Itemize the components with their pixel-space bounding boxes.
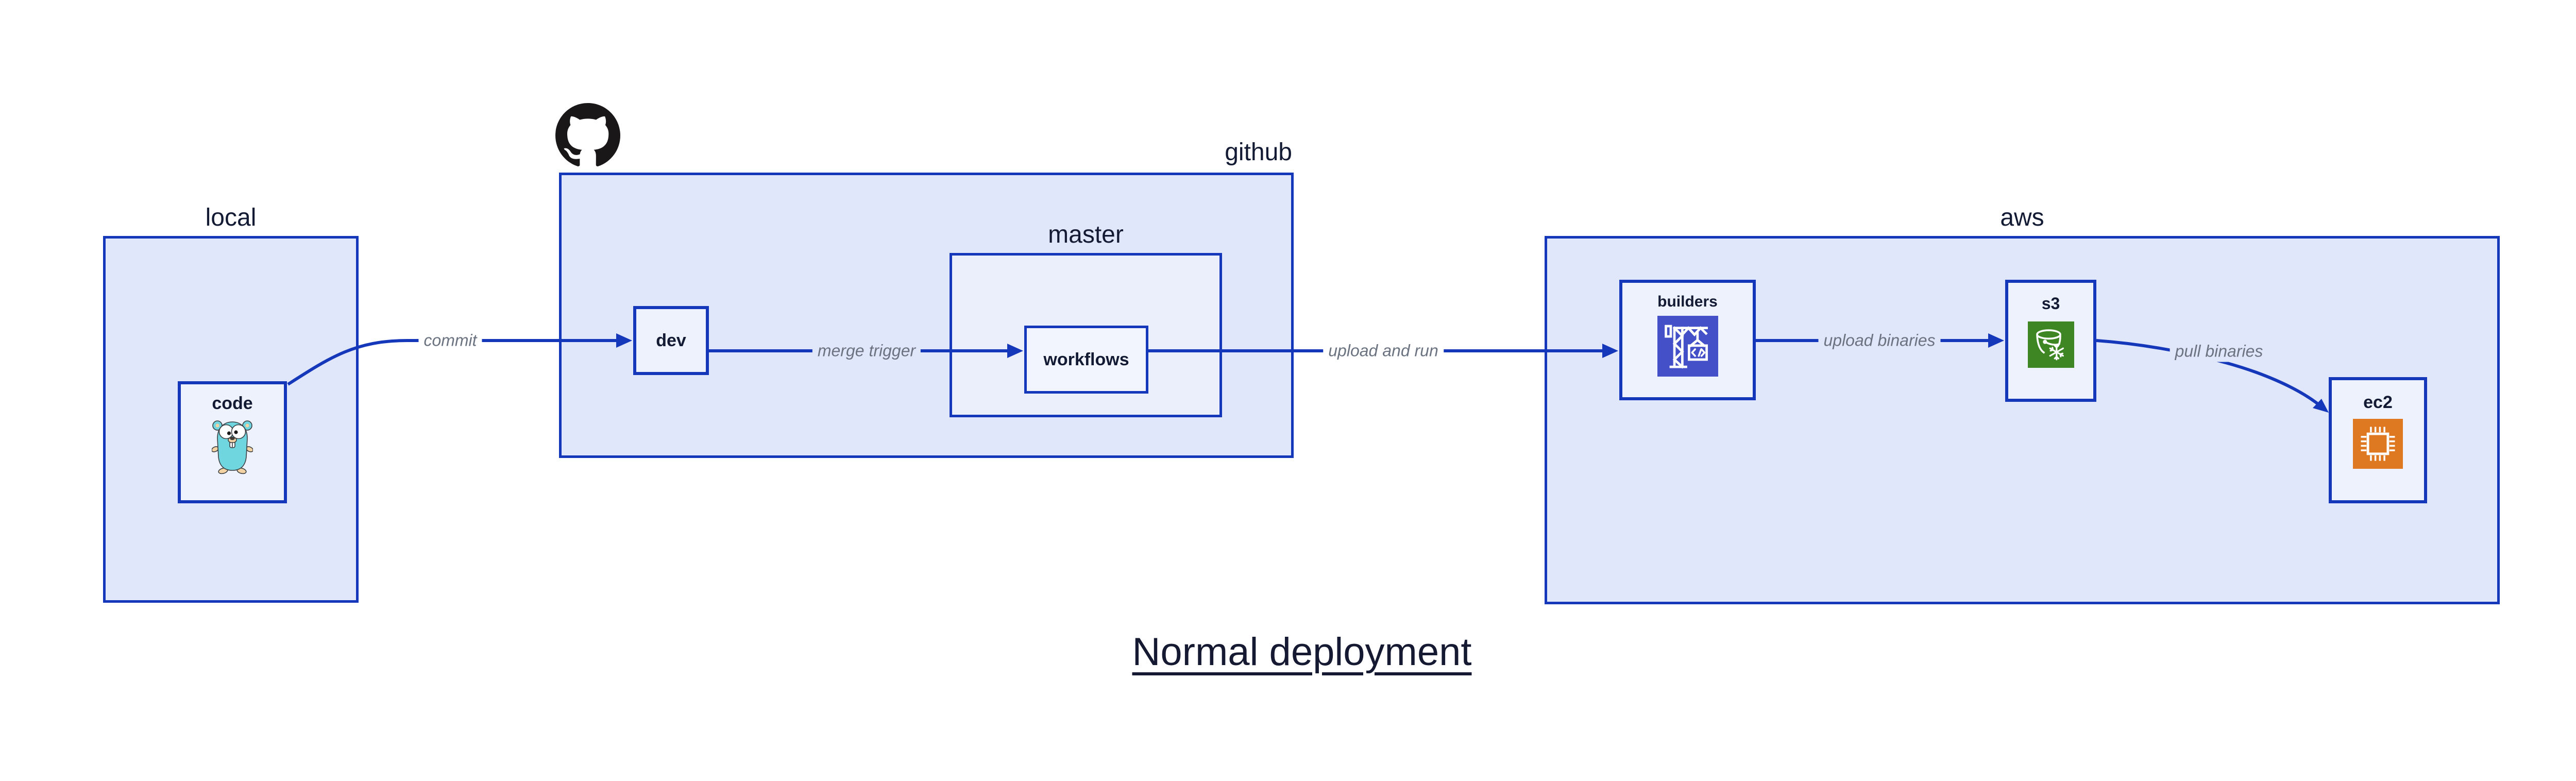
aws-ec2-chip-icon	[2353, 419, 2403, 469]
node-label-ec2: ec2	[2363, 393, 2393, 412]
node-builders: builders	[1619, 280, 1756, 400]
group-label-github: github	[1225, 139, 1292, 166]
aws-s3-bucket-icon	[2027, 321, 2074, 368]
page-title: Normal deployment	[1132, 630, 1472, 674]
edge-label-pull-binaries: pull binaries	[2170, 341, 2268, 362]
edge-label-merge-trigger: merge trigger	[812, 340, 921, 362]
edge-label-commit: commit	[418, 330, 482, 351]
node-label-builders: builders	[1657, 293, 1718, 310]
node-label-dev: dev	[656, 330, 686, 350]
node-label-code: code	[212, 394, 253, 413]
edge-label-upload-binaries: upload binaries	[1818, 330, 1941, 351]
group-label-aws: aws	[2000, 204, 2044, 231]
node-code: code	[178, 381, 287, 503]
node-ec2: ec2	[2329, 377, 2427, 503]
group-label-master: master	[1048, 221, 1124, 248]
node-s3: s3	[2005, 280, 2096, 402]
node-label-s3: s3	[2041, 294, 2060, 313]
node-workflows: workflows	[1024, 326, 1148, 394]
group-label-local: local	[205, 204, 257, 231]
go-gopher-icon	[212, 420, 253, 474]
github-octocat-icon	[555, 103, 620, 166]
edge-label-upload-and-run: upload and run	[1323, 340, 1444, 362]
node-dev: dev	[633, 306, 709, 375]
node-label-workflows: workflows	[1043, 349, 1129, 369]
aws-codebuild-crane-icon	[1657, 316, 1718, 377]
